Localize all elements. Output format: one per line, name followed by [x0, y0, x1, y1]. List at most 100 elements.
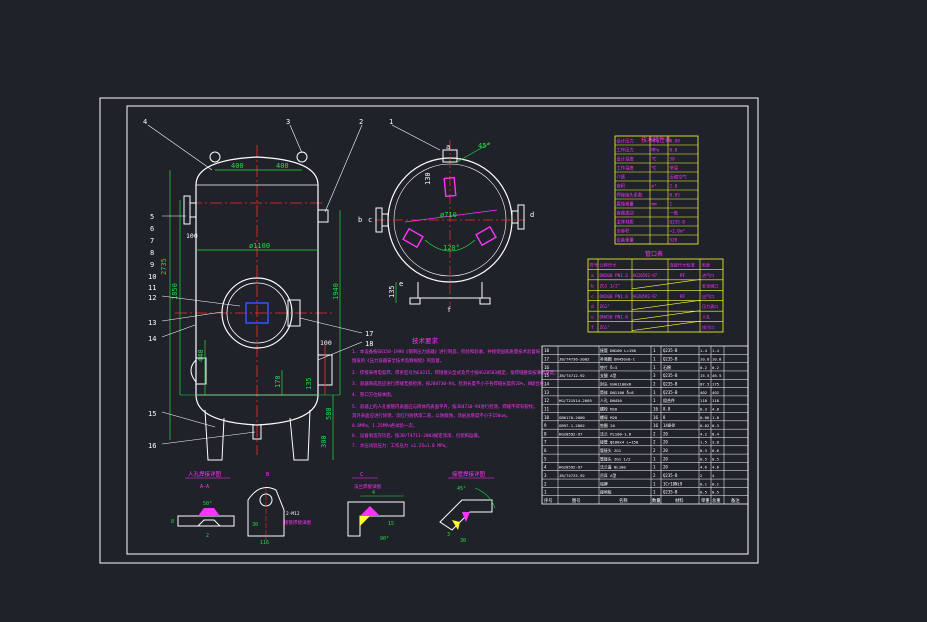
parts-cell-total-weight: 10.8 — [712, 357, 722, 362]
plan-magenta-nozzle-3 — [475, 225, 497, 247]
parts-cell-unit-weight: 118 — [700, 398, 708, 403]
design-cell-value: 50 — [670, 156, 676, 162]
parts-cell-qty: 1 — [653, 365, 656, 370]
dim-lower-right-a: 580 — [325, 407, 333, 420]
detail-3-weld — [360, 506, 380, 516]
leader-16 — [161, 431, 256, 445]
parts-cell-no: 5 — [544, 456, 547, 461]
parts-cell-no: 4 — [544, 465, 547, 470]
parts-header-cell: 备注 — [731, 497, 740, 504]
parts-cell-name: 法兰 PL100-1.6 — [600, 431, 632, 436]
parts-cell-name: 吊耳 A型 — [600, 473, 616, 478]
nozzle-cell-size: DN450 PN1.6 — [600, 315, 629, 321]
inner-frame — [126, 105, 749, 555]
plan-angle-arc — [424, 239, 476, 252]
parts-cell-unit-weight: 87.5 — [700, 382, 710, 387]
callout-13: 13 — [148, 319, 156, 327]
plan-base — [417, 282, 483, 299]
parts-cell-qty: 2 — [653, 448, 656, 453]
parts-cell-unit-weight: 0.1 — [700, 481, 708, 486]
parts-cell-drawing: JB/T4736-2002 — [559, 357, 590, 362]
parts-cell-name: 法兰盖 BL100 — [600, 465, 626, 470]
parts-cell-qty: 3 — [653, 373, 656, 378]
parts-cell-total-weight: 0.5 — [712, 490, 720, 495]
parts-cell-no: 9 — [544, 423, 547, 428]
plan-label-e: e — [399, 280, 403, 288]
nozzle-cell-use: 人孔 — [702, 314, 710, 320]
parts-cell-total-weight: 4.6 — [712, 465, 720, 470]
callout-10: 10 — [148, 273, 156, 281]
detail-1-plate — [177, 515, 235, 527]
callout-5: 5 — [150, 213, 154, 221]
detail-3-dim-c: 90° — [380, 536, 389, 542]
right-nozzle-upper — [317, 209, 329, 223]
callout-3: 3 — [286, 118, 290, 126]
detail-4-weld-2 — [452, 520, 460, 530]
callout-12: 12 — [148, 294, 156, 302]
parts-cell-material: Q235-B — [663, 373, 678, 378]
design-cell-label: 容器类别 — [617, 209, 634, 216]
lifting-lug-left — [209, 151, 221, 163]
design-cell-label: 工作温度 — [617, 164, 635, 171]
detail-2-dim-b: 116 — [260, 540, 269, 546]
callout-16: 16 — [148, 442, 156, 450]
design-cell-unit: mm — [652, 202, 658, 207]
plan-label-f: f — [447, 306, 451, 314]
plan-dim-b: 135 — [388, 285, 396, 298]
nozzle-strike-line — [631, 299, 701, 311]
nozzle-strike-line — [631, 279, 701, 290]
parts-cell-no: 15 — [544, 373, 550, 378]
parts-cell-unit-weight: 0.3 — [700, 448, 708, 453]
plan-leader-a — [456, 142, 491, 163]
callout-18: 18 — [365, 340, 373, 348]
parts-cell-material: 20 — [663, 465, 668, 470]
plan-label-c: c — [368, 216, 372, 224]
plan-dim-angle-b: 45° — [478, 142, 491, 150]
parts-cell-material: 8.8 — [663, 406, 671, 411]
callout-15: 15 — [148, 410, 156, 418]
parts-cell-total-weight: 0.2 — [712, 365, 720, 370]
plan-nozzle-d-pipe — [511, 210, 519, 224]
design-cell-value: Q235-B — [670, 219, 686, 225]
parts-cell-material: 20 — [663, 431, 668, 436]
lifting-lug-right — [296, 151, 308, 163]
detail-1-dim-angle: 50° — [203, 501, 212, 507]
design-cell-unit: ℃ — [652, 157, 657, 162]
callout-2: 2 — [359, 118, 363, 126]
manhole-outer — [221, 277, 293, 349]
nozzle-cell-use: 压力表口 — [702, 303, 718, 309]
note-line-6: 5. 容器上的人孔接管内表面应与筒体内表面平齐，按JB4730-94进行检测，焊… — [352, 403, 537, 410]
parts-cell-no: 12 — [544, 398, 550, 403]
left-nozzle-pipe — [189, 202, 197, 218]
dim-left-mid: 1850 — [171, 283, 179, 300]
note-line-7: 其外表面应进行除锈、涂红丹防锈漆二道，以防腐蚀，涂层总厚度不小于150um。 — [352, 412, 510, 419]
nozzle-table-border — [587, 258, 724, 333]
parts-cell-unit-weight: 4.6 — [700, 465, 708, 470]
outer-frame — [99, 97, 759, 564]
note-line-2: 颁发的《压力容器安全技术监察规程》的监督。 — [352, 357, 444, 364]
parts-cell-material: Q235-B — [663, 390, 678, 395]
detail-4-dim-b: 30 — [460, 538, 466, 544]
parts-cell-qty: 1 — [653, 465, 656, 470]
nozzle-header-cell: 用途 — [702, 262, 711, 269]
detail-2-dim-c: 2-M12 — [286, 511, 300, 517]
note-line-8: 0.8MPa，1.25MPa各试验一次。 — [352, 422, 417, 429]
callout-4: 4 — [143, 118, 147, 126]
nozzle-cell-use: 安全阀口 — [702, 282, 718, 288]
parts-cell-unit-weight: 0.02 — [700, 423, 710, 428]
dim-right-mid: 1940 — [332, 283, 340, 300]
detail-1-weld — [198, 508, 220, 516]
left-bottom-nozzle — [190, 359, 197, 383]
leader-1 — [391, 124, 441, 151]
detail-1-dim-b: 8 — [171, 519, 174, 525]
parts-cell-qty: 1 — [653, 348, 656, 353]
plan-base-tab-right — [479, 297, 491, 305]
callout-17: 17 — [365, 330, 373, 338]
detail-3-dim-a: 4 — [372, 490, 375, 496]
detail-4-dim-a: 3 — [447, 532, 450, 538]
parts-cell-name: 人孔 DN450 — [600, 398, 622, 403]
leader-12 — [161, 295, 241, 307]
design-cell-unit: m³ — [652, 183, 657, 189]
nozzle-header-cell: 连接尺寸标准 — [670, 262, 695, 269]
support-leg-left — [204, 409, 225, 461]
